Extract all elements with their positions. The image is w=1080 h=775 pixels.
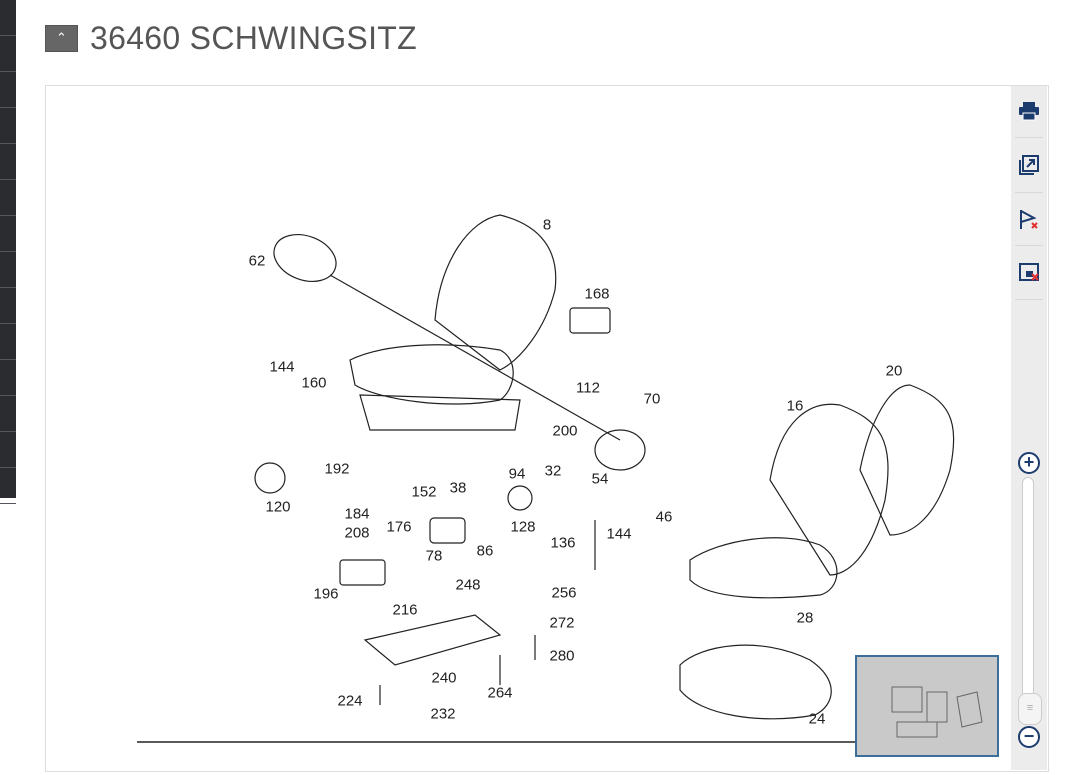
- part-label[interactable]: 8: [542, 216, 552, 234]
- part-label[interactable]: 200: [552, 422, 578, 440]
- part-label[interactable]: 112: [576, 379, 600, 397]
- part-label[interactable]: 46: [655, 508, 673, 526]
- clear-flags-icon: [1020, 210, 1038, 229]
- part-label[interactable]: 240: [431, 669, 457, 687]
- part-label[interactable]: 176: [386, 518, 412, 536]
- part-label[interactable]: 16: [786, 397, 804, 415]
- clear-flags-button[interactable]: [1013, 203, 1045, 235]
- zoom-out-button[interactable]: −: [1018, 726, 1040, 748]
- part-label[interactable]: 24: [808, 710, 826, 728]
- part-label[interactable]: 152: [411, 483, 437, 501]
- part-label[interactable]: 208: [344, 524, 370, 542]
- part-label[interactable]: 78: [425, 547, 443, 565]
- part-label[interactable]: 120: [265, 498, 291, 516]
- part-label[interactable]: 28: [796, 609, 814, 627]
- printer-icon: [1019, 102, 1039, 121]
- part-label[interactable]: 168: [584, 285, 610, 303]
- divider: [1015, 245, 1043, 246]
- part-label[interactable]: 86: [476, 542, 494, 560]
- part-label[interactable]: 20: [885, 362, 903, 380]
- print-button[interactable]: [1013, 95, 1045, 127]
- divider: [1015, 192, 1043, 193]
- close-overview-button[interactable]: [1013, 256, 1045, 288]
- overview-drawing-icon: [891, 686, 983, 738]
- part-label[interactable]: 256: [551, 584, 577, 602]
- close-overview-icon: [1019, 263, 1039, 281]
- part-label[interactable]: 192: [324, 460, 350, 478]
- part-label[interactable]: 62: [248, 252, 266, 270]
- part-label[interactable]: 136: [550, 534, 576, 552]
- page-title: 36460 SCHWINGSITZ: [90, 20, 417, 56]
- chevron-up-icon: ⌃: [56, 30, 67, 45]
- part-label[interactable]: 70: [643, 390, 661, 408]
- collapse-button[interactable]: ⌃: [45, 25, 78, 52]
- zoom-slider-track[interactable]: [1022, 477, 1034, 725]
- overview-thumbnail[interactable]: [855, 655, 999, 757]
- part-label[interactable]: 280: [549, 647, 575, 665]
- part-label[interactable]: 32: [544, 462, 562, 480]
- open-external-icon: [1019, 155, 1039, 175]
- plus-circle-icon: +: [1023, 452, 1035, 472]
- zoom-in-button[interactable]: +: [1018, 452, 1040, 474]
- part-label[interactable]: 216: [392, 601, 418, 619]
- divider: [1015, 299, 1043, 300]
- part-label[interactable]: 184: [344, 505, 370, 523]
- part-label[interactable]: 144: [269, 358, 295, 376]
- zoom-slider-handle[interactable]: ≡: [1018, 693, 1042, 725]
- part-label[interactable]: 248: [455, 576, 481, 594]
- part-label[interactable]: 38: [449, 479, 467, 497]
- left-panel-strip: [0, 0, 16, 504]
- open-new-window-button[interactable]: [1013, 149, 1045, 181]
- part-label[interactable]: 272: [549, 614, 575, 632]
- divider: [1015, 137, 1043, 138]
- part-label[interactable]: 160: [301, 374, 327, 392]
- part-label[interactable]: 54: [591, 470, 609, 488]
- part-label[interactable]: 144: [606, 525, 632, 543]
- part-label[interactable]: 264: [487, 684, 513, 702]
- part-label[interactable]: 224: [337, 692, 363, 710]
- part-label[interactable]: 128: [510, 518, 536, 536]
- part-label[interactable]: 232: [430, 705, 456, 723]
- part-label[interactable]: 94: [508, 465, 526, 483]
- minus-circle-icon: −: [1023, 726, 1035, 746]
- part-label[interactable]: 196: [313, 585, 339, 603]
